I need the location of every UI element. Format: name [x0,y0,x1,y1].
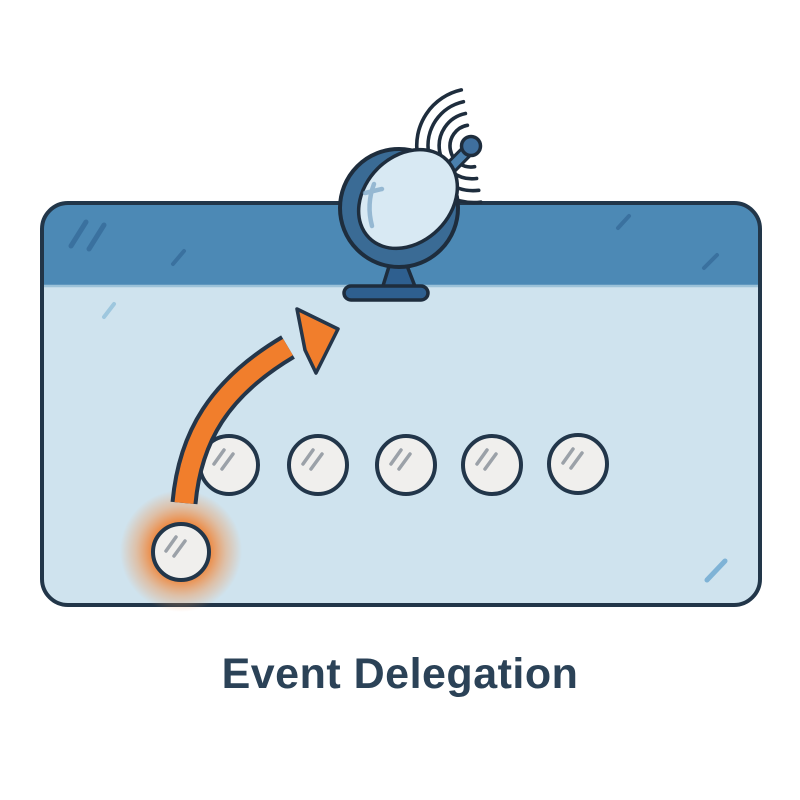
child-element-circle [198,434,260,496]
event-source-circle [151,522,211,582]
parent-container [42,203,760,605]
decor-slashes [68,214,728,583]
child-element-circle [461,434,523,496]
child-element-circle [547,433,609,495]
dish-face [356,147,460,251]
child-element-circle [287,434,349,496]
curved-arrow-icon [170,307,340,505]
dish-scratch-mark [362,181,385,229]
satellite-dish-icon [338,88,483,302]
arrow-shaft [174,338,293,504]
antenna-tip-ball [459,134,483,158]
child-element-circles [198,433,609,496]
arrow-head [295,307,340,375]
child-element-circle [375,434,437,496]
dish-pedestal-base [342,284,430,302]
diagram-title: Event Delegation [221,650,579,698]
